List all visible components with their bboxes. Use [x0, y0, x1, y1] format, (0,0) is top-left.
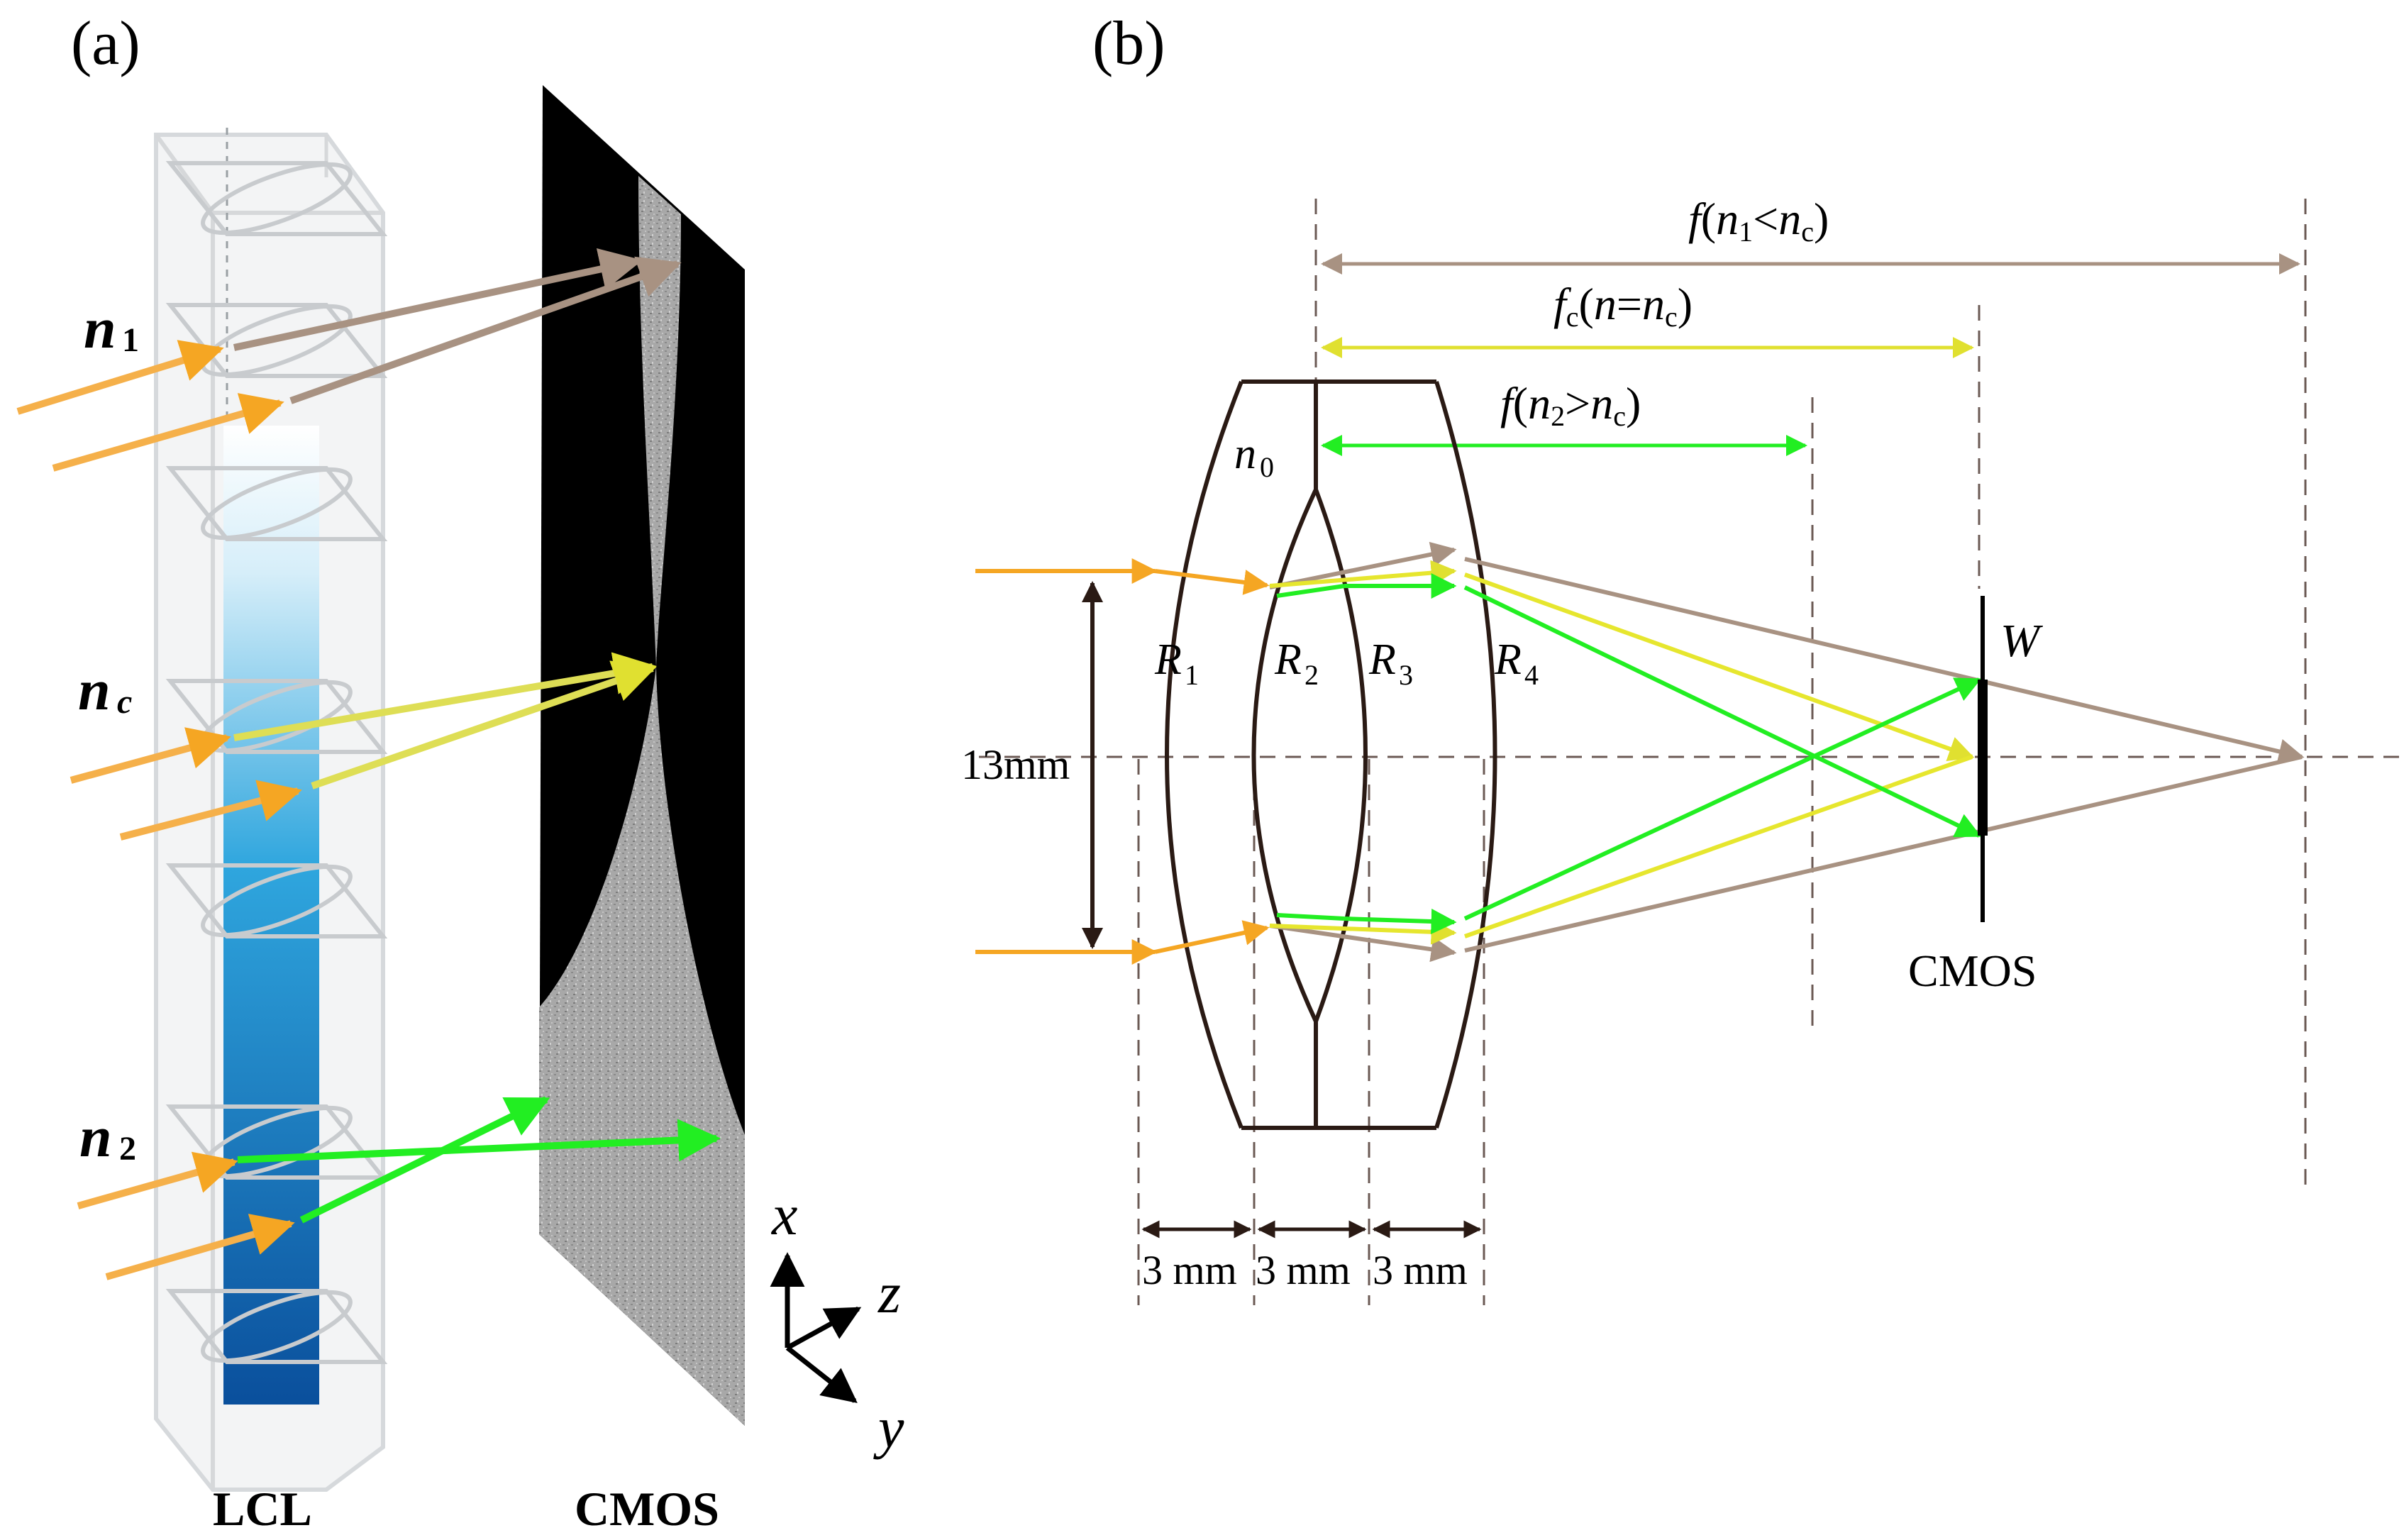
svg-text:n: n [78, 658, 111, 722]
axis-x-label: x [771, 1182, 797, 1247]
label-n1: n 1 [84, 296, 139, 360]
lcl-cell [154, 128, 388, 1492]
svg-text:2: 2 [119, 1130, 136, 1168]
reference-lines [979, 199, 2404, 1305]
gap1-label: 3 mm [1142, 1247, 1237, 1293]
gap2-label: 3 mm [1256, 1247, 1351, 1293]
focal-long-label: f(n1<nc) [1688, 194, 1829, 248]
svg-text:1: 1 [1185, 659, 1199, 691]
label-W: W [2000, 615, 2043, 667]
svg-text:0: 0 [1260, 451, 1274, 483]
focal-c-label: fc(n=nc) [1553, 279, 1693, 333]
focal-short-label: f(n2>nc) [1500, 378, 1641, 432]
rays-nc [233, 652, 657, 790]
svg-text:c: c [117, 683, 132, 721]
incident-rays-b [975, 558, 1270, 965]
svg-text:fc(n=nc): fc(n=nc) [1553, 279, 1693, 333]
label-n0: n 0 [1234, 430, 1274, 483]
svg-text:1: 1 [122, 321, 139, 359]
axis-z-label: z [877, 1261, 901, 1325]
panel-a: (a) [16, 9, 904, 1536]
svg-text:f(n2>nc): f(n2>nc) [1500, 378, 1641, 432]
cmos-label-a: CMOS [575, 1482, 719, 1536]
svg-text:R: R [1368, 636, 1396, 684]
svg-text:R: R [1274, 636, 1302, 684]
lens-system [1165, 380, 1497, 1130]
cmos-label-b: CMOS [1908, 946, 2037, 996]
svg-text:R: R [1494, 636, 1522, 684]
rays-b-short [1276, 573, 1982, 934]
axis-y-label: y [873, 1395, 904, 1460]
aperture-label: 13mm [961, 741, 1070, 788]
svg-text:2: 2 [1305, 659, 1319, 691]
svg-text:4: 4 [1524, 659, 1539, 691]
svg-text:n: n [79, 1104, 112, 1169]
svg-text:3: 3 [1399, 659, 1413, 691]
cmos-sensor [539, 85, 745, 1426]
svg-text:n: n [84, 296, 116, 360]
rays-n1 [233, 248, 682, 404]
incident-rays [16, 340, 302, 1280]
svg-text:n: n [1234, 430, 1256, 478]
gap3-label: 3 mm [1373, 1247, 1468, 1293]
label-nc: n c [78, 658, 132, 722]
lcl-label: LCL [213, 1482, 312, 1536]
svg-text:R: R [1154, 636, 1182, 684]
rays-b-long [1269, 541, 2305, 963]
panel-b: (b) f(n1<nc) fc(n=nc) f(n2>nc) [961, 9, 2404, 1305]
rays-n2 [237, 1096, 721, 1224]
axes-xyz [770, 1252, 862, 1404]
rays-b-c [1269, 560, 1975, 945]
panel-a-label: (a) [71, 9, 140, 78]
label-n2: n 2 [79, 1104, 136, 1169]
panel-b-label: (b) [1092, 9, 1165, 78]
svg-text:f(n1<nc): f(n1<nc) [1688, 194, 1829, 248]
